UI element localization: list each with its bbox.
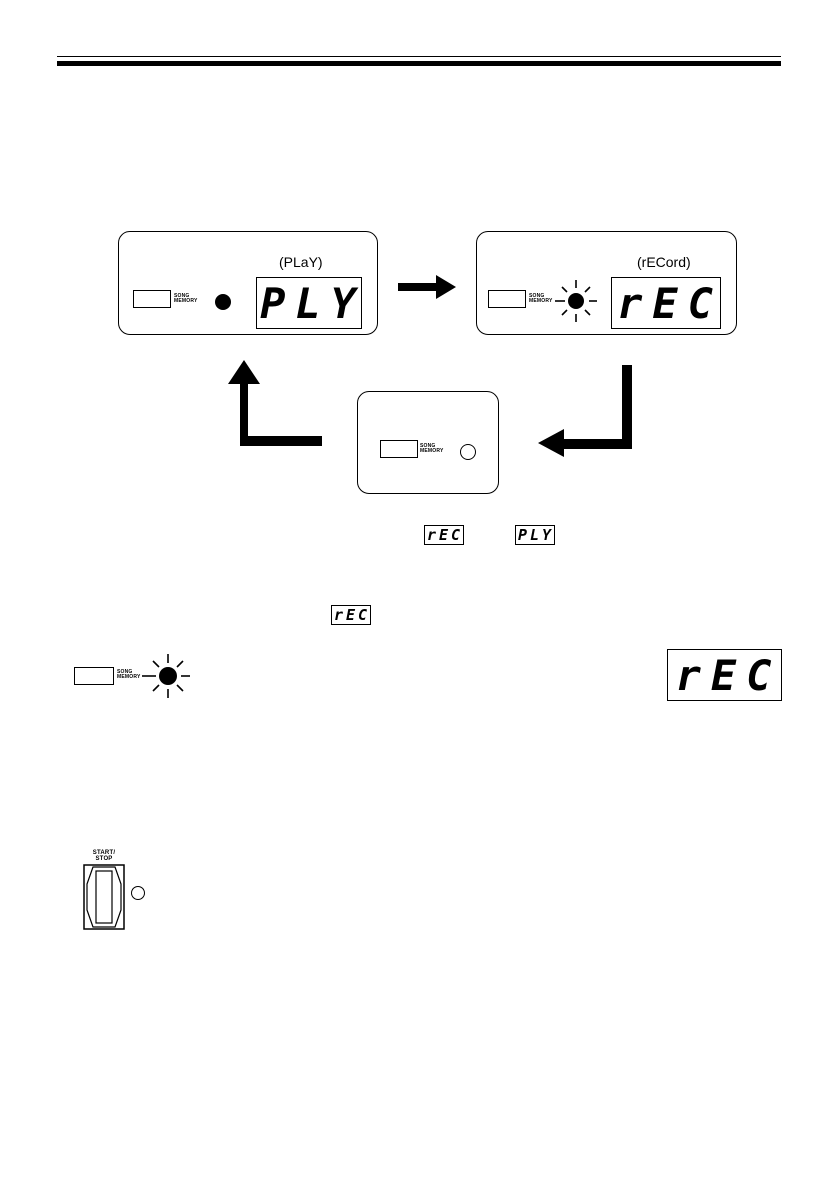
inline-ply-display: PLY <box>515 525 555 545</box>
record-mode-caption: (rECord) <box>637 254 691 270</box>
record-lcd-display: rEC <box>611 277 721 329</box>
record-mode-panel: (rECord) SONG MEMORY rEC <box>476 231 737 335</box>
song-memory-lamp-on <box>215 294 231 310</box>
play-lcd-display: PLY <box>256 277 362 329</box>
song-memory-label: SONG MEMORY <box>117 669 141 680</box>
record-lcd-display: rEC <box>667 649 782 701</box>
header-rule-thick <box>57 61 781 66</box>
song-memory-lamp-off <box>460 444 476 460</box>
play-mode-panel: (PLaY) SONG MEMORY PLY <box>118 231 378 335</box>
off-mode-panel: SONG MEMORY <box>357 391 499 494</box>
elbow-arrow-down-left-icon <box>538 365 632 457</box>
song-memory-label: SONG MEMORY <box>174 293 198 304</box>
start-stop-button[interactable] <box>83 864 125 930</box>
song-memory-button[interactable] <box>488 290 526 308</box>
start-stop-label: START/ STOP <box>92 850 116 862</box>
start-stop-lamp <box>131 886 145 900</box>
inline-rec-display: rEC <box>331 605 371 625</box>
play-mode-caption: (PLaY) <box>279 254 323 270</box>
song-memory-button[interactable] <box>74 667 114 685</box>
right-arrow-icon <box>398 275 456 299</box>
flashing-lamp-icon <box>142 654 190 698</box>
song-memory-button[interactable] <box>133 290 171 308</box>
header-rule-thin <box>57 56 781 57</box>
elbow-arrow-up-icon <box>228 360 322 446</box>
song-memory-label: SONG MEMORY <box>420 443 444 454</box>
song-memory-label: SONG MEMORY <box>529 293 553 304</box>
inline-rec-display: rEC <box>424 525 464 545</box>
flashing-lamp-icon <box>555 280 597 322</box>
song-memory-button[interactable] <box>380 440 418 458</box>
